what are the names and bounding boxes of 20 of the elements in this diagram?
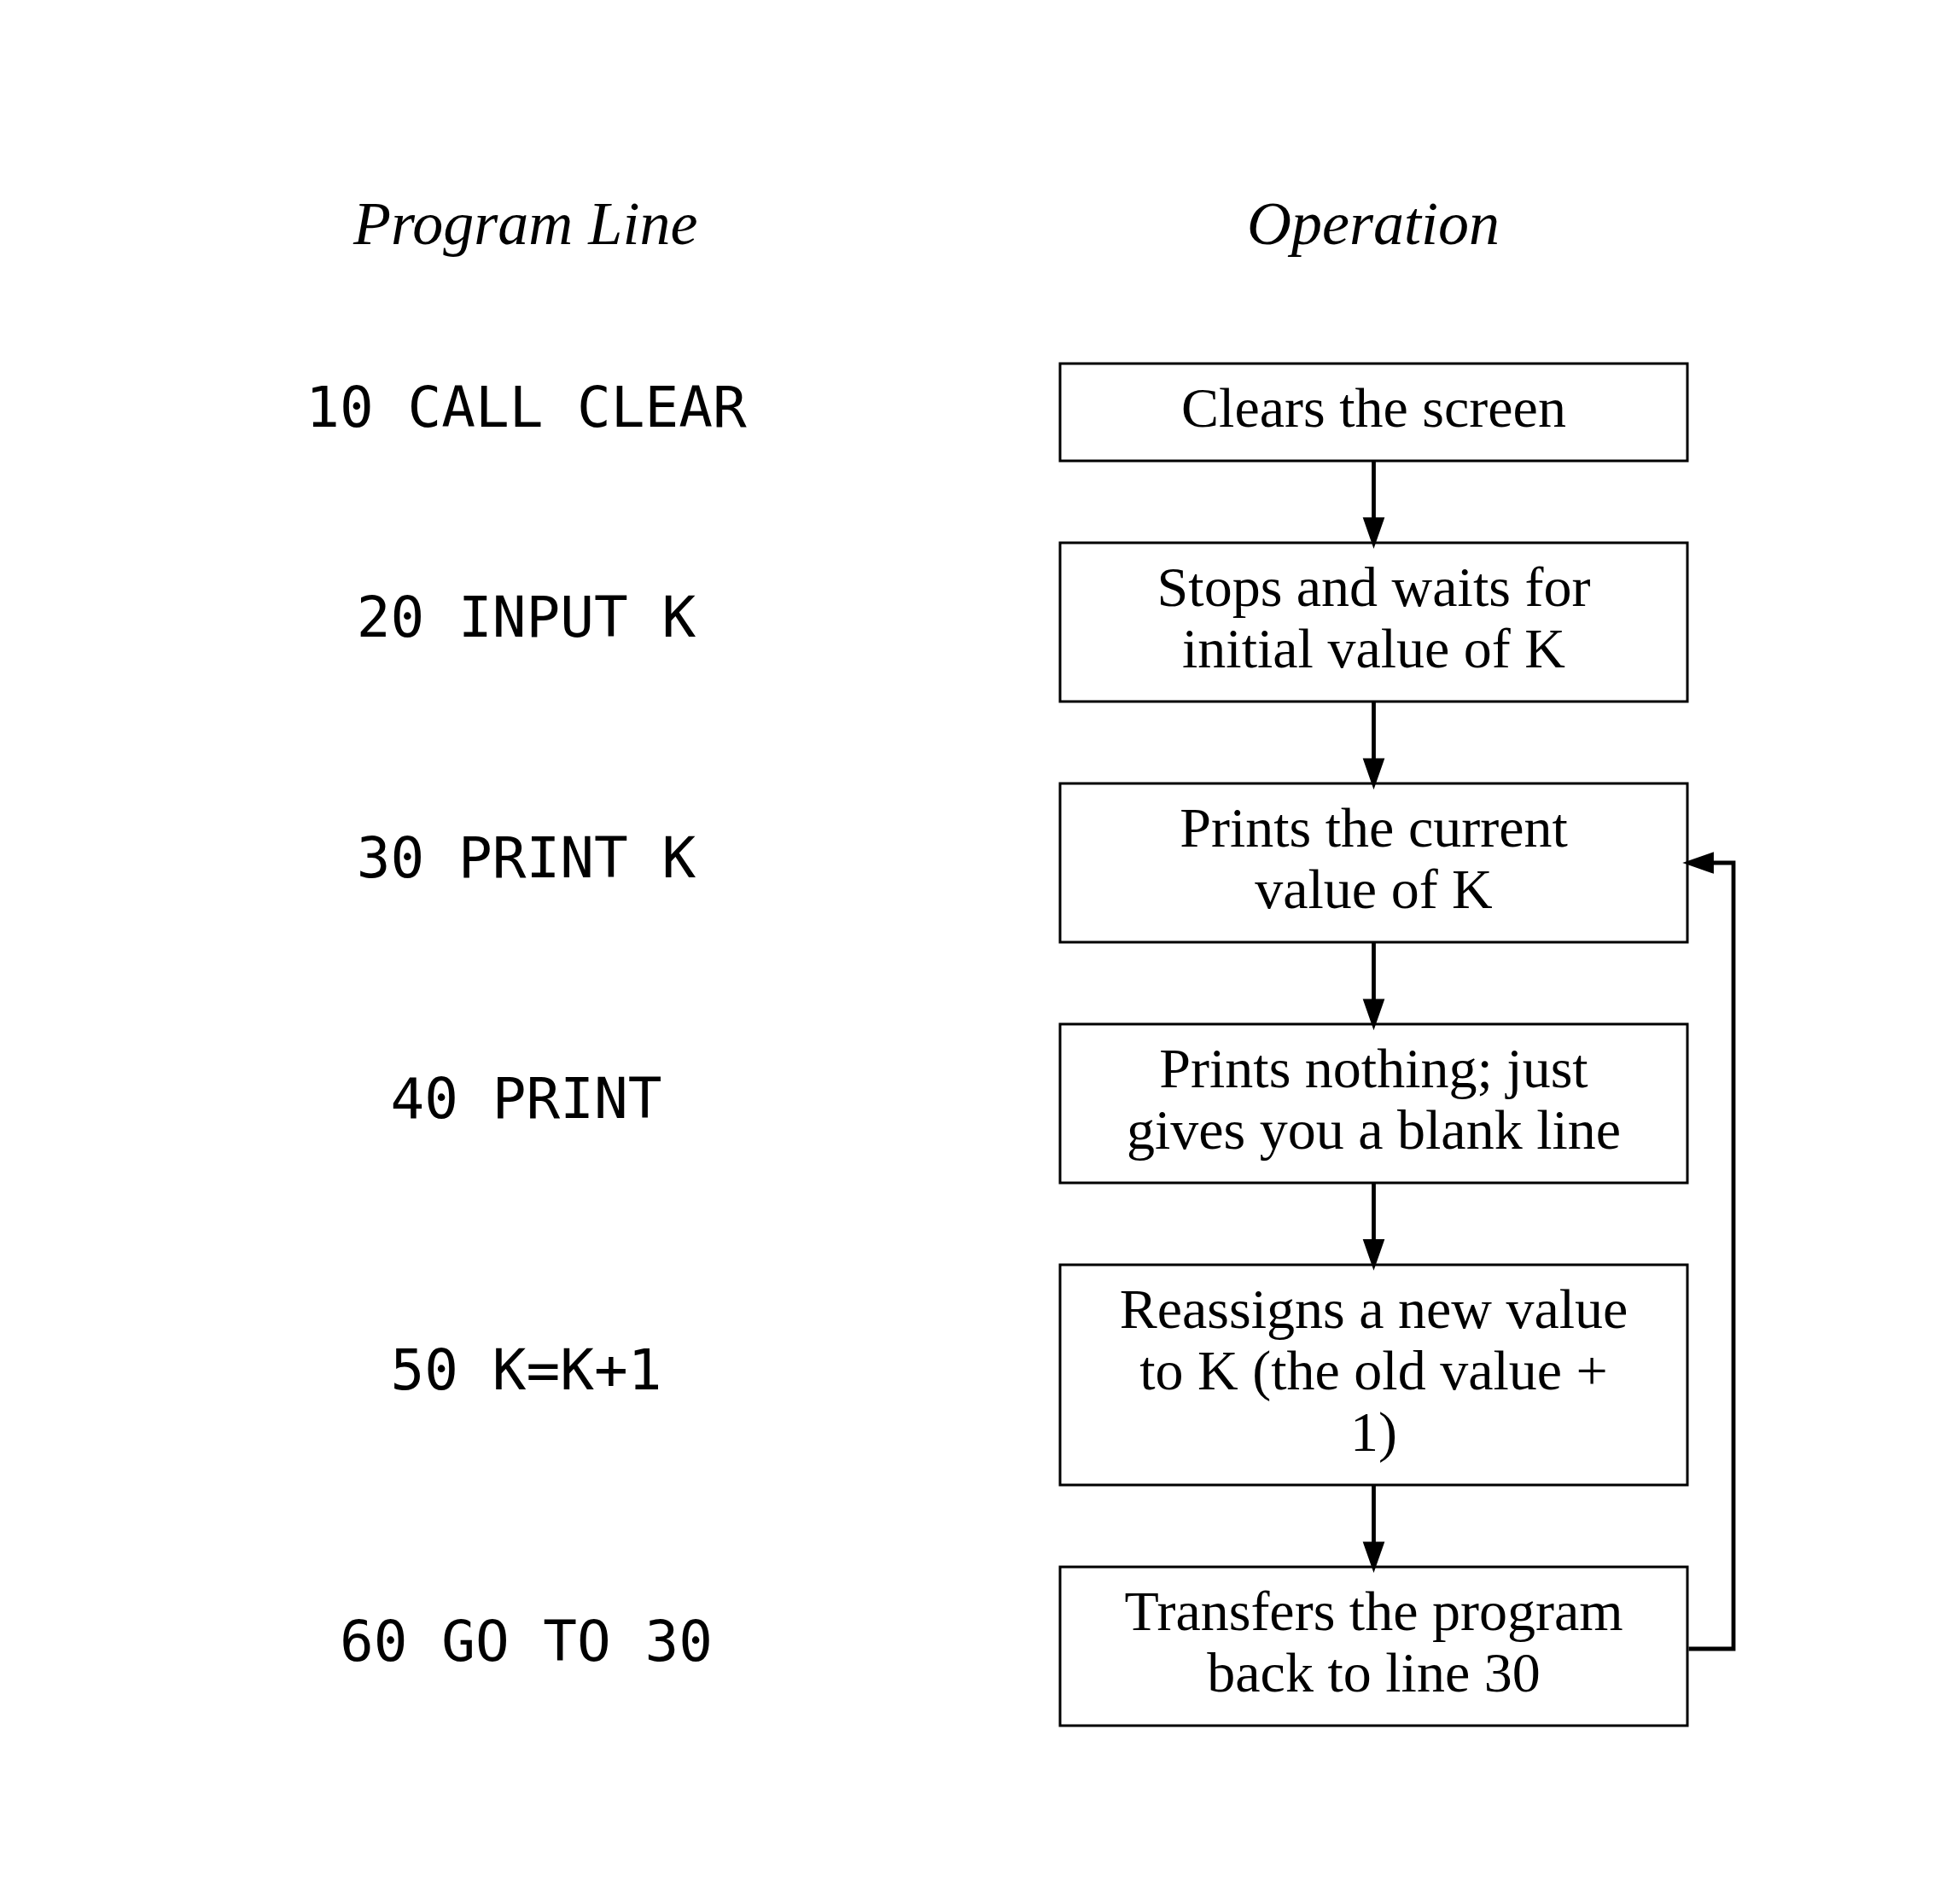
- arrow: [1682, 851, 1736, 1651]
- label: Program Line: [353, 189, 698, 258]
- arrow: [1362, 1484, 1385, 1573]
- arrow: [1362, 1183, 1385, 1271]
- node-box: Reassigns a new value to K (the old value + 1): [1058, 1263, 1689, 1486]
- label: 10 CALL CLEAR: [306, 374, 747, 440]
- node-box: Transfers the program back to line 30: [1058, 1565, 1689, 1726]
- node-box: Clears the screen: [1058, 362, 1689, 462]
- label: Operation: [1247, 189, 1500, 258]
- arrow: [1362, 701, 1385, 789]
- label: 40 PRINT: [390, 1065, 662, 1132]
- label: 30 PRINT K: [356, 824, 696, 891]
- arrow: [1362, 460, 1385, 549]
- node-box: Prints the current value of K: [1058, 782, 1689, 943]
- node-box: Prints nothing; just gives you a blank line: [1058, 1022, 1689, 1184]
- arrow: [1362, 941, 1385, 1030]
- node-box: Stops and waits for initial value of K: [1058, 541, 1689, 702]
- label: 60 GO TO 30: [339, 1608, 714, 1674]
- label: 20 INPUT K: [356, 584, 696, 650]
- label: 50 K=K+1: [390, 1336, 662, 1403]
